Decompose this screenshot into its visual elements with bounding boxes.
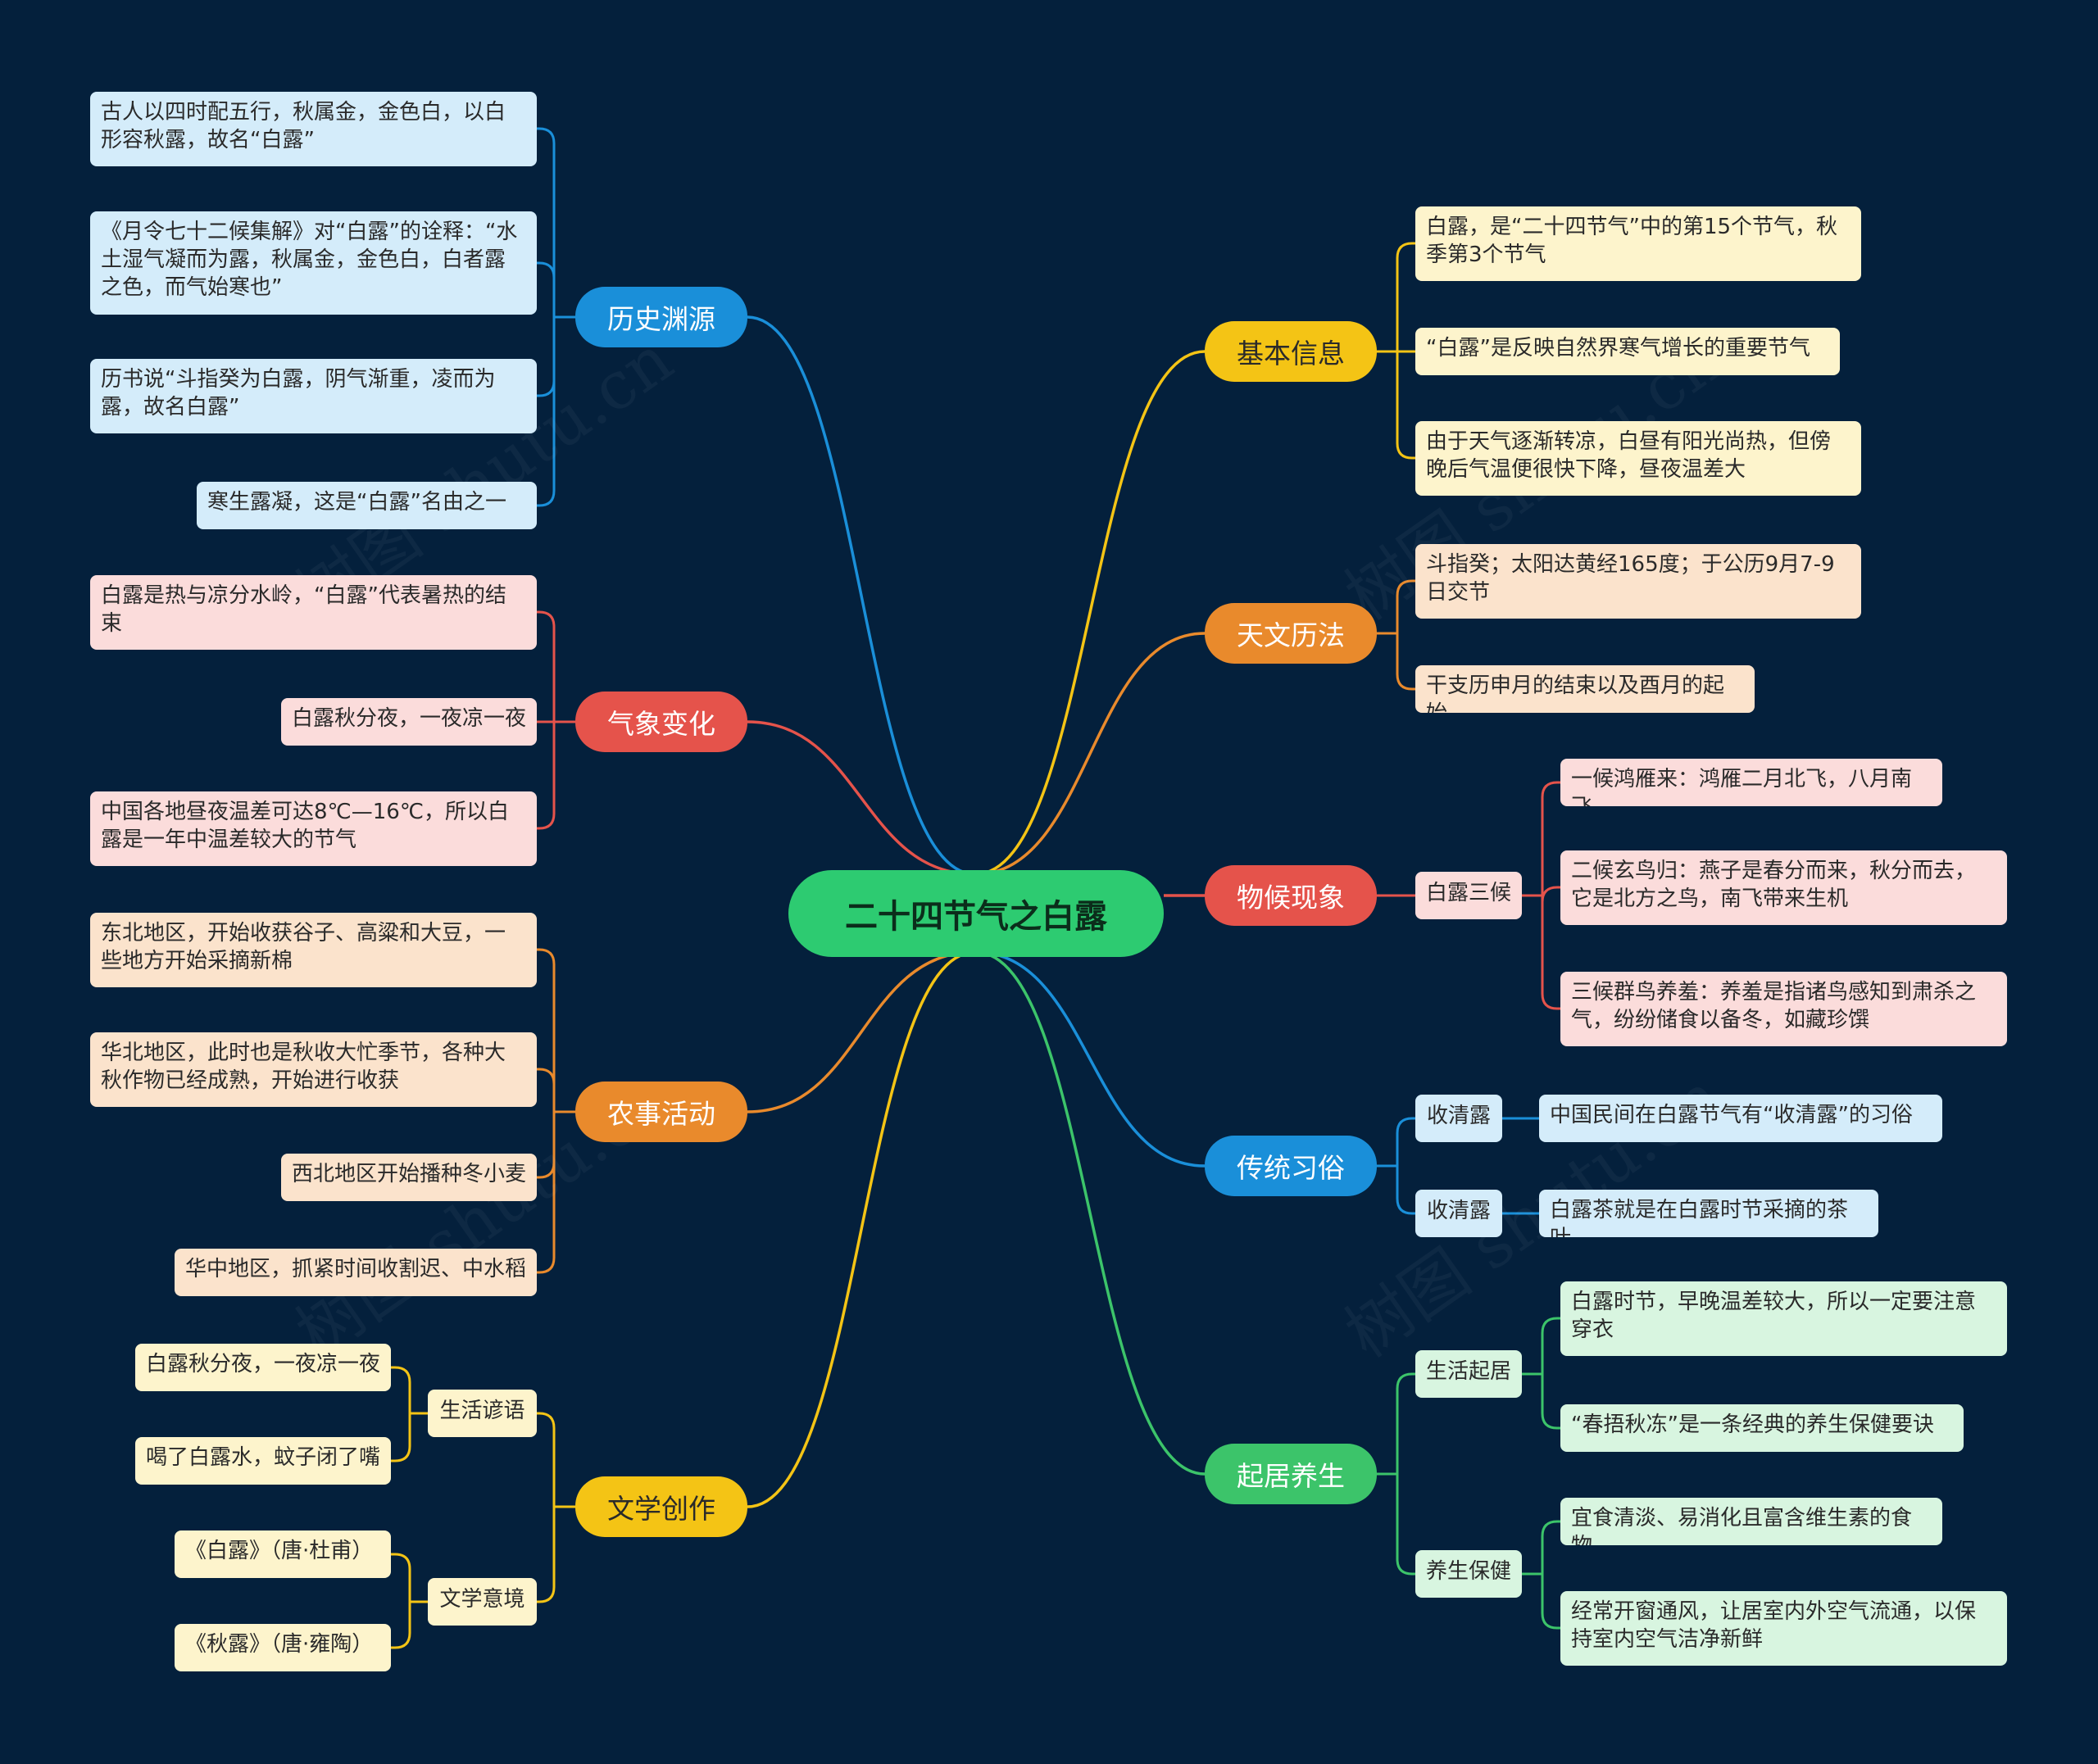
subtopic-wellness[interactable]: 养生保健 [1415,1550,1522,1598]
topic-farming[interactable]: 农事活动 [575,1082,747,1142]
leaf-basic-1[interactable]: 白露，是“二十四节气”中的第15个节气，秋季第3个节气 [1415,206,1861,281]
topic-customs[interactable]: 传统习俗 [1205,1136,1377,1196]
line-root-literature [747,950,976,1508]
leaf-health-3[interactable]: 宜食清淡、易消化且富含维生素的食物 [1560,1498,1942,1545]
line-customs-subtopics [1377,1117,1415,1215]
subtopic-proverbs[interactable]: 生活谚语 [428,1390,537,1437]
leaf-custom-2[interactable]: 白露茶就是在白露时节采摘的茶叶 [1539,1190,1878,1237]
leaf-proverb-1[interactable]: 白露秋分夜，一夜凉一夜 [135,1344,391,1391]
leaf-basic-2[interactable]: “白露”是反映自然界寒气增长的重要节气 [1415,328,1840,375]
line-root-farming [747,950,976,1113]
leaf-history-3[interactable]: 历书说“斗指癸为白露，阴气渐重，凌而为露，故名白露” [90,359,537,433]
line-three-stages-leaves [1522,781,1560,1010]
leaf-basic-3[interactable]: 由于天气逐渐转凉，白昼有阳光尚热，但傍晚后气温便很快下降，昼夜温差大 [1415,421,1861,496]
line-weather-leaves [537,610,575,830]
line-root-customs [974,950,1206,1168]
leaf-farming-2[interactable]: 华北地区，此时也是秋收大忙季节，各种大秋作物已经成熟，开始进行收获 [90,1032,537,1107]
line-root-history [747,315,976,876]
line-root-health [974,950,1206,1476]
leaf-weather-3[interactable]: 中国各地昼夜温差可达8℃—16℃，所以白露是一年中温差较大的节气 [90,791,537,866]
topic-weather[interactable]: 气象变化 [575,692,747,752]
leaf-phenology-1[interactable]: 一候鸿雁来：鸿雁二月北飞，八月南飞 [1560,759,1942,806]
line-wellness-leaves [1522,1520,1560,1630]
line-daily-life-leaves [1522,1317,1560,1430]
line-history-leaves [537,127,575,507]
topic-history[interactable]: 历史渊源 [575,287,747,347]
line-imagery-leaves [391,1553,428,1649]
subtopic-daily-life[interactable]: 生活起居 [1415,1350,1522,1398]
topic-phenology[interactable]: 物候现象 [1205,865,1377,926]
leaf-imagery-2[interactable]: 《秋露》（唐·雍陶） [175,1624,391,1671]
line-health-subtopics [1377,1372,1415,1576]
topic-astronomy[interactable]: 天文历法 [1205,603,1377,664]
subtopic-custom-dew-1[interactable]: 收清露 [1415,1095,1502,1142]
line-root-basic [974,350,1206,876]
leaf-proverb-2[interactable]: 喝了白露水，蚊子闭了嘴 [135,1437,391,1485]
leaf-astro-2[interactable]: 干支历申月的结束以及酉月的起始 [1415,665,1755,713]
leaf-farming-4[interactable]: 华中地区，抓紧时间收割迟、中水稻 [175,1249,537,1296]
line-farming-leaves [537,948,575,1274]
root-topic[interactable]: 二十四节气之白露 [788,870,1164,957]
leaf-farming-3[interactable]: 西北地区开始播种冬小麦 [281,1154,537,1201]
leaf-phenology-2[interactable]: 二候玄鸟归：燕子是春分而来，秋分而去，它是北方之鸟，南飞带来生机 [1560,850,2007,925]
line-astro-leaves [1377,579,1415,691]
leaf-farming-1[interactable]: 东北地区，开始收获谷子、高粱和大豆，一些地方开始采摘新棉 [90,913,537,987]
leaf-health-2[interactable]: “春捂秋冻”是一条经典的养生保健要诀 [1560,1404,1964,1452]
leaf-custom-1[interactable]: 中国民间在白露节气有“收清露”的习俗 [1539,1095,1942,1142]
leaf-imagery-1[interactable]: 《白露》（唐·杜甫） [175,1530,391,1578]
leaf-health-1[interactable]: 白露时节，早晚温差较大，所以一定要注意穿衣 [1560,1281,2007,1356]
line-basic-leaves [1377,242,1415,460]
line-proverb-leaves [391,1366,428,1462]
line-root-astro [974,632,1206,876]
subtopic-imagery[interactable]: 文学意境 [428,1578,537,1626]
leaf-history-1[interactable]: 古人以四时配五行，秋属金，金色白，以白形容秋露，故名“白露” [90,92,537,166]
line-root-weather [747,720,976,876]
topic-health[interactable]: 起居养生 [1205,1444,1377,1504]
topic-literature[interactable]: 文学创作 [575,1476,747,1537]
leaf-phenology-3[interactable]: 三候群鸟养羞：养羞是指诸鸟感知到肃杀之气，纷纷储食以备冬，如藏珍馔 [1560,972,2007,1046]
topic-basic-info[interactable]: 基本信息 [1205,321,1377,382]
leaf-astro-1[interactable]: 斗指癸；太阳达黄经165度；于公历9月7-9日交节 [1415,544,1861,619]
line-literature-subtopics [537,1412,575,1603]
subtopic-custom-dew-2[interactable]: 收清露 [1415,1190,1502,1237]
leaf-weather-2[interactable]: 白露秋分夜，一夜凉一夜 [281,698,537,746]
leaf-health-4[interactable]: 经常开窗通风，让居室内外空气流通，以保持室内空气洁净新鲜 [1560,1591,2007,1666]
leaf-history-2[interactable]: 《月令七十二候集解》对“白露”的诠释：“水土湿气凝而为露，秋属金，金色白，白者露… [90,211,537,315]
leaf-weather-1[interactable]: 白露是热与凉分水岭，“白露”代表暑热的结束 [90,575,537,650]
subtopic-three-stages[interactable]: 白露三候 [1415,872,1522,919]
leaf-history-4[interactable]: 寒生露凝，这是“白露”名由之一 [197,482,537,529]
